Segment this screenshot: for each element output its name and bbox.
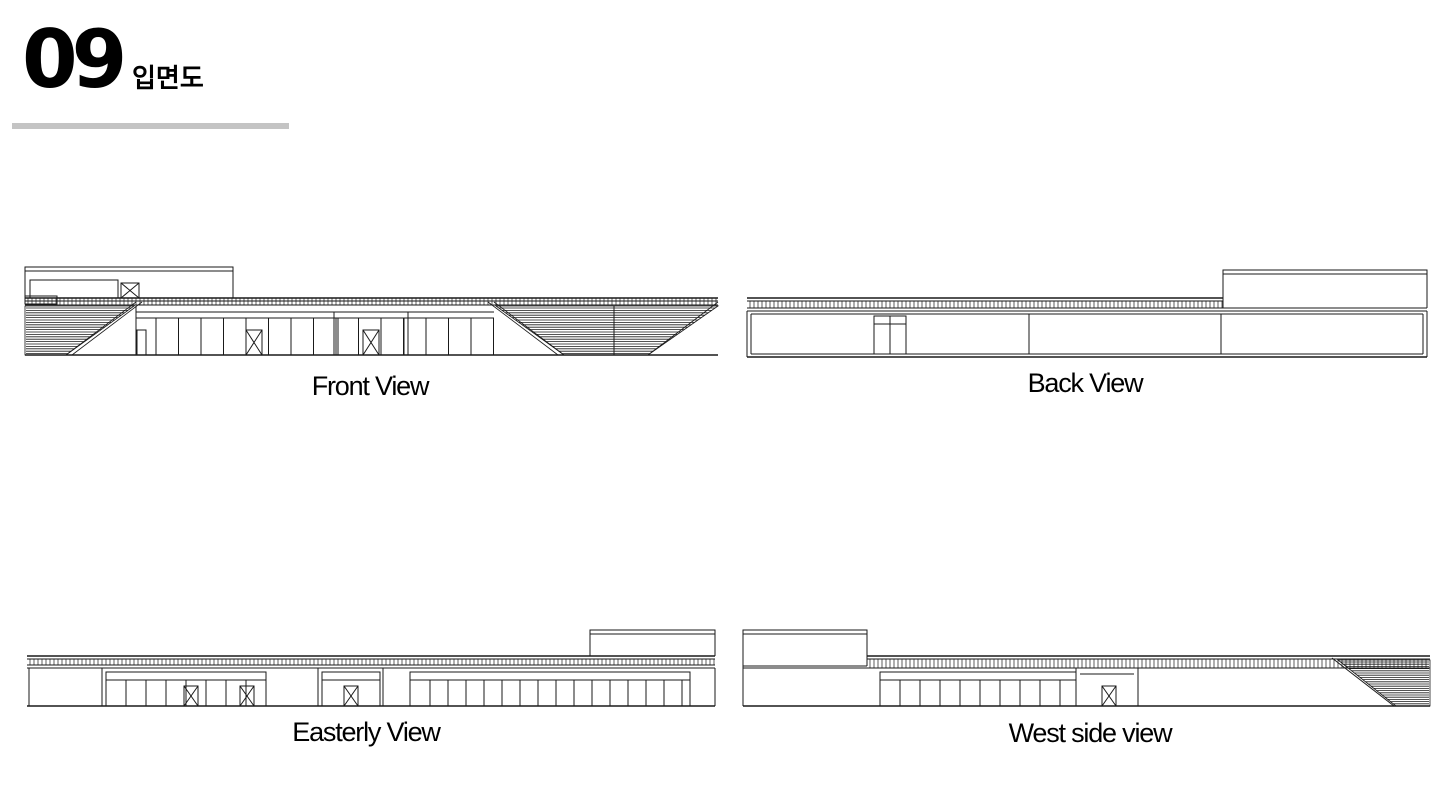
west-side-view-caption: West side view (1008, 718, 1173, 748)
front-elevation-drawing (24, 262, 720, 362)
section-title: 입면도 (132, 64, 204, 94)
section-number: 09 (22, 13, 127, 106)
front-view-caption: Front View (311, 371, 430, 401)
easterly-view-caption: Easterly View (292, 717, 441, 747)
west-elevation-drawing (742, 628, 1432, 712)
back-view-caption: Back View (1027, 368, 1144, 398)
header-underline (12, 123, 289, 129)
back-elevation-drawing (746, 268, 1430, 362)
east-elevation-drawing (26, 628, 718, 712)
